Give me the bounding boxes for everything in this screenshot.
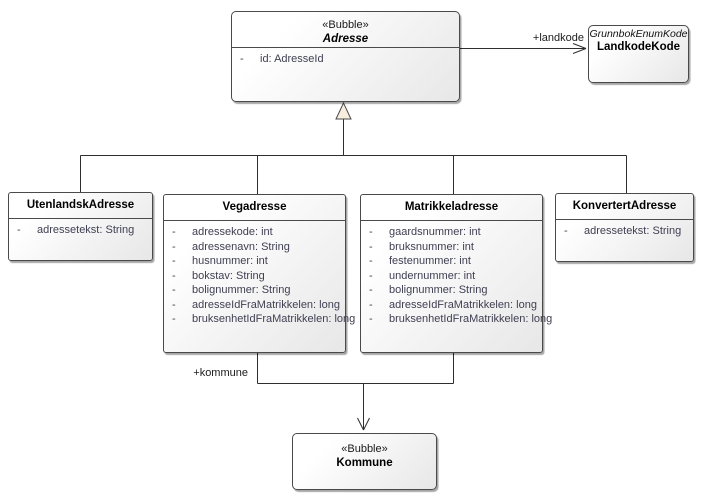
- attribute-row: - bokstav: String: [164, 269, 345, 284]
- attribute-row: - adresseIdFraMatrikkelen: long: [361, 298, 542, 313]
- attribute-text: bruksenhetIdFraMatrikkelen: long: [192, 313, 356, 325]
- class-name: Matrikkeladresse: [404, 201, 499, 213]
- attribute-row: - id: AdresseId: [232, 52, 459, 67]
- attributes-compartment: - adressetekst: String: [556, 220, 693, 239]
- attribute-row: - adresseIdFraMatrikkelen: long: [164, 298, 345, 313]
- class-landkodekode-header: GrunnbokEnumKode LandkodeKode: [589, 26, 688, 55]
- visibility-marker: -: [369, 269, 373, 282]
- visibility-marker: -: [172, 240, 176, 253]
- class-vegadresse[interactable]: Vegadresse - adressekode: int - adressenav…: [163, 194, 355, 353]
- class-vegadresse-header: Vegadresse: [164, 195, 345, 221]
- landkode-arrowhead-icon: [572, 43, 587, 54]
- attribute-row: - adressenavn: String: [164, 240, 345, 255]
- attribute-text: adressekode: int: [192, 226, 273, 238]
- attribute-row: - gaardsnummer: int: [361, 225, 542, 240]
- visibility-marker: -: [172, 269, 176, 282]
- attribute-row: - adressekode: int: [164, 225, 345, 240]
- visibility-marker: -: [369, 255, 373, 267]
- visibility-marker: -: [369, 284, 373, 296]
- visibility-marker: -: [172, 226, 176, 238]
- class-name: KonvertertAdresse: [572, 200, 677, 212]
- visibility-marker: -: [369, 226, 373, 238]
- class-utenlandskadresse[interactable]: UtenlandskAdresse - adressetekst: String: [8, 192, 153, 261]
- visibility-marker: -: [369, 298, 373, 311]
- stereotype-label: «Bubble»: [341, 443, 388, 455]
- class-name: Vegadresse: [222, 201, 287, 213]
- class-landkodekode[interactable]: GrunnbokEnumKode LandkodeKode: [588, 25, 689, 83]
- visibility-marker: -: [17, 224, 21, 236]
- attribute-text: undernummer: int: [389, 269, 476, 282]
- class-konvertertadresse-header: KonvertertAdresse: [556, 194, 693, 220]
- attribute-row: - bruksnummer: int: [361, 240, 542, 255]
- class-konvertertadresse[interactable]: KonvertertAdresse - adressetekst: String: [555, 193, 694, 262]
- stereotype-label: «Bubble»: [322, 19, 369, 31]
- class-utenlandskadresse-header: UtenlandskAdresse: [9, 193, 152, 219]
- kommune-association-line: [257, 353, 454, 430]
- attribute-text: adressetekst: String: [584, 225, 682, 237]
- class-adresse-header: «Bubble» Adresse: [232, 12, 459, 48]
- attribute-text: id: AdresseId: [260, 53, 324, 65]
- attribute-row: - bolignummer: String: [164, 283, 345, 298]
- attributes-compartment: - gaardsnummer: int - bruksnummer: int - fe…: [361, 221, 552, 327]
- attribute-row: - adressetekst: String: [556, 224, 693, 239]
- visibility-marker: -: [172, 255, 176, 267]
- class-name: LandkodeKode: [596, 41, 681, 53]
- attribute-text: adresseIdFraMatrikkelen: long: [192, 298, 340, 311]
- attribute-row: - bruksenhetIdFraMatrikkelen: long: [361, 312, 552, 327]
- attribute-text: bruksnummer: int: [389, 240, 474, 253]
- attribute-row: - husnummer: int: [164, 254, 345, 269]
- attribute-text: husnummer: int: [192, 255, 268, 267]
- visibility-marker: -: [240, 53, 244, 65]
- visibility-marker: -: [369, 313, 373, 325]
- attribute-row: - undernummer: int: [361, 269, 542, 284]
- parent-class-label: GrunnbokEnumKode: [589, 28, 688, 40]
- attribute-text: adresseIdFraMatrikkelen: long: [389, 298, 537, 311]
- class-kommune-header: «Bubble» Kommune: [293, 434, 436, 471]
- generalization-connector: [80, 119, 627, 194]
- attribute-text: bokstav: String: [192, 269, 265, 282]
- visibility-marker: -: [172, 284, 176, 296]
- kommune-arrowhead-icon: [357, 417, 370, 431]
- visibility-marker: -: [172, 313, 176, 325]
- attribute-text: bruksenhetIdFraMatrikkelen: long: [389, 313, 553, 325]
- class-kommune[interactable]: «Bubble» Kommune: [292, 433, 437, 490]
- attributes-compartment: - adressekode: int - adressenavn: String -…: [164, 221, 355, 327]
- visibility-marker: -: [172, 298, 176, 311]
- visibility-marker: -: [369, 240, 373, 253]
- attribute-text: bolignummer: String: [389, 284, 488, 296]
- attribute-text: adressetekst: String: [37, 224, 135, 236]
- attribute-text: adressenavn: String: [192, 240, 290, 253]
- attribute-row: - bolignummer: String: [361, 283, 542, 298]
- class-name: UtenlandskAdresse: [26, 199, 135, 211]
- attribute-row: - adressetekst: String: [9, 223, 152, 238]
- kommune-role-label: +kommune: [193, 367, 248, 379]
- generalization-triangle-icon: [335, 101, 352, 120]
- class-matrikkeladresse[interactable]: Matrikkeladresse - gaardsnummer: int - bru…: [360, 194, 552, 353]
- attribute-row: - festenummer: int: [361, 254, 542, 269]
- class-name: Adresse: [322, 33, 369, 45]
- visibility-marker: -: [564, 225, 568, 237]
- class-adresse[interactable]: «Bubble» Adresse - id: AdresseId: [231, 11, 460, 102]
- attributes-compartment: - id: AdresseId: [232, 48, 459, 67]
- attribute-text: gaardsnummer: int: [389, 226, 481, 238]
- attribute-text: bolignummer: String: [192, 284, 291, 296]
- attribute-text: festenummer: int: [389, 255, 471, 267]
- class-name: Kommune: [336, 457, 393, 469]
- class-matrikkeladresse-header: Matrikkeladresse: [361, 195, 542, 221]
- attributes-compartment: - adressetekst: String: [9, 219, 152, 238]
- landkode-role-label: +landkode: [532, 32, 584, 44]
- attribute-row: - bruksenhetIdFraMatrikkelen: long: [164, 312, 355, 327]
